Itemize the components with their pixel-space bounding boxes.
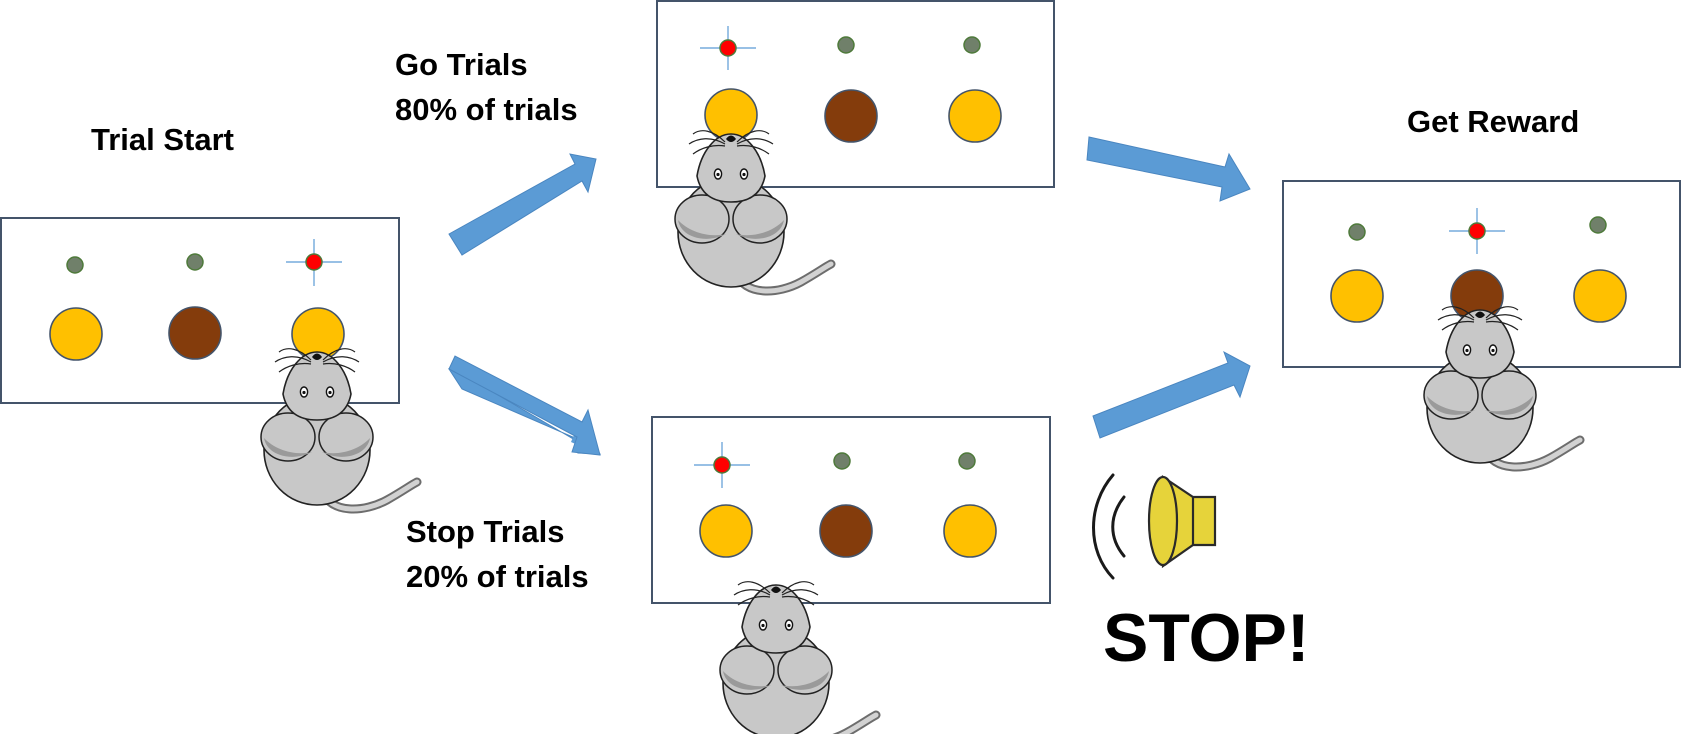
speaker-icon: [1147, 474, 1217, 569]
go-trials-percent-label: 80% of trials: [395, 92, 578, 127]
brown-port: [819, 504, 873, 558]
arrow-icon: [447, 355, 601, 456]
brown-port: [824, 89, 878, 143]
cue-light-on: [1449, 208, 1505, 254]
cue-light-on: [694, 442, 750, 488]
cue-light-off: [837, 36, 855, 54]
stop-trials-percent-label: 20% of trials: [406, 559, 589, 594]
cue-light-off: [66, 256, 84, 274]
arrow-icon: [1092, 350, 1251, 439]
cue-light-off: [186, 253, 204, 271]
stop-trials-label: Stop Trials: [406, 514, 564, 549]
mouse-icon: [720, 582, 876, 734]
yellow-port: [699, 504, 753, 558]
yellow-port: [49, 307, 103, 361]
go-trials-label: Go Trials: [395, 47, 528, 82]
cue-light-off: [1348, 223, 1366, 241]
reward-panel: [1282, 180, 1681, 467]
cue-light-off: [958, 452, 976, 470]
cue-light-off: [1589, 216, 1607, 234]
sound-wave-icon: [1092, 473, 1126, 580]
arrow-icon: [1086, 136, 1251, 202]
arrow-icon: [448, 153, 597, 256]
brown-port: [168, 306, 222, 360]
arrow-go-to-reward: [1086, 136, 1251, 202]
cue-light-on: [700, 26, 756, 70]
get-reward-label: Get Reward: [1407, 104, 1579, 139]
trial-start-panel: [0, 217, 417, 509]
stop-trial-panel: [651, 416, 1051, 734]
cue-light-on: [286, 239, 342, 286]
arrow-stop-to-reward: [1092, 350, 1251, 439]
trial-start-label: Trial Start: [91, 122, 234, 157]
cue-light-off: [963, 36, 981, 54]
yellow-port: [1573, 269, 1627, 323]
stop-signal-label: STOP!: [1103, 600, 1310, 676]
yellow-port: [1330, 269, 1384, 323]
yellow-port: [948, 89, 1002, 143]
yellow-port: [943, 504, 997, 558]
go-trial-panel: [656, 0, 1055, 291]
cue-light-off: [833, 452, 851, 470]
arrow-to-go: [448, 153, 597, 256]
